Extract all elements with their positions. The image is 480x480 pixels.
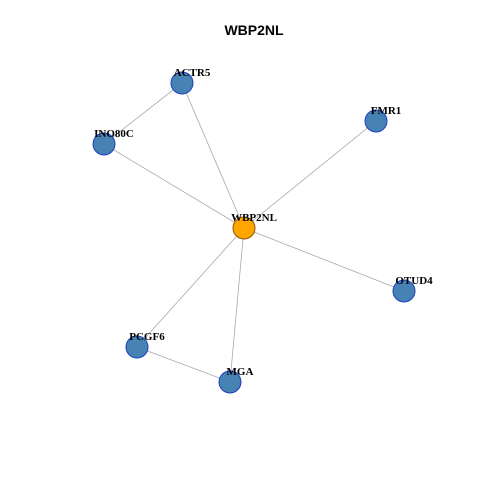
edge-wbp2nl-mga xyxy=(229,227,245,383)
node-label-mga: MGA xyxy=(227,366,254,378)
node-otud4[interactable] xyxy=(392,279,416,303)
node-mga[interactable] xyxy=(218,370,242,394)
node-label-actr5: ACTR5 xyxy=(174,67,211,79)
edge-pcgf6-mga xyxy=(136,346,231,383)
edge-wbp2nl-ino80c xyxy=(103,143,245,229)
node-label-fmr1: FMR1 xyxy=(371,105,402,117)
node-label-otud4: OTUD4 xyxy=(395,275,433,287)
edge-wbp2nl-otud4 xyxy=(243,227,405,292)
edge-wbp2nl-pcgf6 xyxy=(136,227,245,348)
edges-layer xyxy=(103,82,405,383)
node-wbp2nl[interactable] xyxy=(232,216,256,240)
edge-actr5-ino80c xyxy=(103,82,183,145)
node-pcgf6[interactable] xyxy=(125,335,149,359)
edge-wbp2nl-fmr1 xyxy=(243,120,377,229)
node-ino80c[interactable] xyxy=(92,132,116,156)
node-actr5[interactable] xyxy=(170,71,194,95)
node-label-wbp2nl: WBP2NL xyxy=(231,212,277,224)
node-fmr1[interactable] xyxy=(364,109,388,133)
diagram-title: WBP2NL xyxy=(224,22,284,38)
node-label-pcgf6: PCGF6 xyxy=(129,331,165,343)
node-label-ino80c: INO80C xyxy=(94,128,134,140)
edge-wbp2nl-actr5 xyxy=(181,82,245,229)
nodes-layer xyxy=(92,71,416,394)
